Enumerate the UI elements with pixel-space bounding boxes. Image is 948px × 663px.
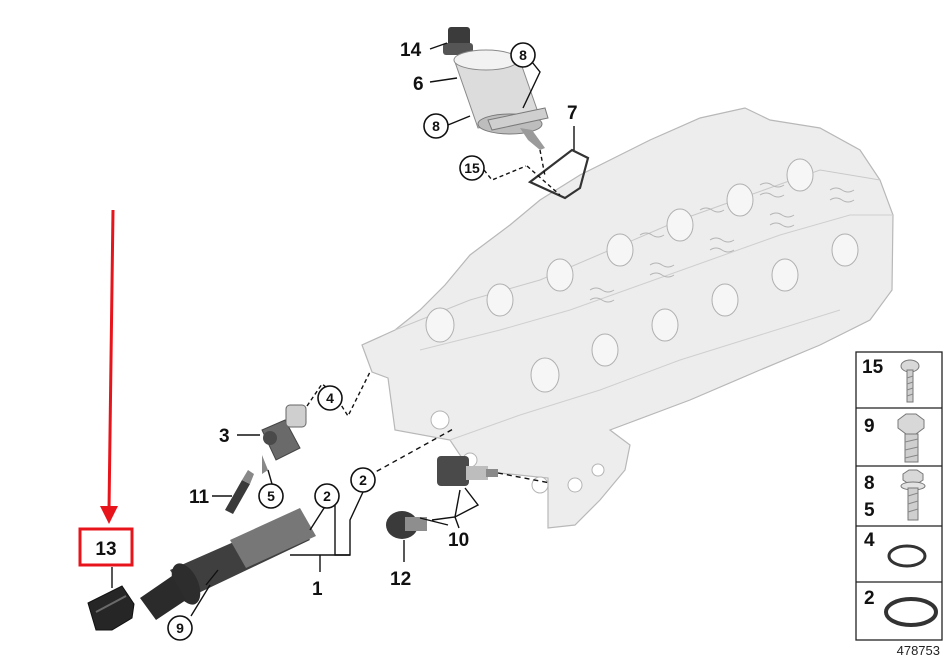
callout-5: 5 [258,483,284,509]
label-3: 3 [219,426,230,447]
callout-8b: 8 [423,113,449,139]
svg-text:5: 5 [864,500,875,521]
svg-text:9: 9 [864,416,875,437]
legend-row-4: 4 [864,530,927,568]
svg-text:4: 4 [326,390,334,406]
label-13: 13 [95,539,116,560]
svg-text:8: 8 [432,118,440,134]
legend-row-8-5: 8 5 [864,469,926,521]
camshaft-sensor [261,404,307,461]
callout-9: 9 [167,615,193,641]
callout-8a: 8 [510,42,536,68]
o-ring-small-icon [887,544,927,568]
svg-text:15: 15 [862,357,884,378]
leader-lines [111,42,575,617]
o-ring-large-icon [884,597,938,627]
label-10: 10 [448,530,469,551]
part-labels: 14 6 7 3 11 1 10 12 [189,40,578,600]
svg-text:15: 15 [464,160,480,176]
svg-text:8: 8 [519,47,527,63]
actuator-motor [443,27,549,150]
svg-text:9: 9 [176,620,184,636]
legend-row-9: 9 [864,413,925,463]
label-14: 14 [400,40,422,61]
svg-text:2: 2 [864,588,875,609]
legend-row-15: 15 [862,357,920,403]
sensor-seal [262,455,268,474]
small-sensor [225,470,254,514]
svg-text:2: 2 [359,472,367,488]
callout-circles: 8 8 15 4 5 2 2 9 [167,42,536,641]
callout-4: 4 [317,385,343,411]
legend-panel: 15 9 8 5 4 [855,351,943,641]
label-6: 6 [413,74,424,95]
callout-15: 15 [459,155,485,181]
callout-2b: 2 [314,483,340,509]
svg-text:2: 2 [323,488,331,504]
gasket [527,148,590,200]
callout-2a: 2 [350,467,376,493]
solenoid-valve [140,508,316,620]
svg-text:4: 4 [864,530,875,551]
hex-bolt-icon [897,413,925,463]
highlight-annotation: 13 [78,209,134,567]
flange-bolt-icon [900,469,926,521]
label-11: 11 [189,487,210,508]
cylinder-head [361,107,894,529]
label-12: 12 [390,569,411,590]
plug-12 [386,511,427,539]
legend-row-2: 2 [864,588,938,627]
label-7: 7 [567,103,578,124]
svg-text:8: 8 [864,473,875,494]
svg-text:5: 5 [267,488,275,504]
connector-13 [87,585,135,631]
pressure-switch [437,456,498,486]
reference-number: 478753 [897,643,940,658]
torx-screw-icon [900,359,920,403]
label-1: 1 [312,579,323,600]
